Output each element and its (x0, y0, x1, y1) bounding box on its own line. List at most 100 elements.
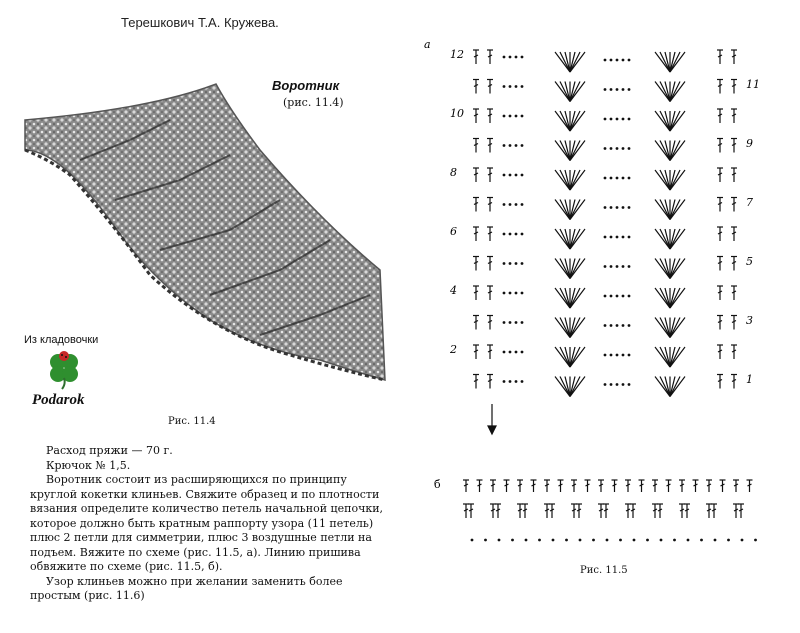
chain-dot (503, 351, 506, 354)
chain-dot (515, 321, 518, 324)
chain-dot (616, 383, 619, 386)
fan-stitch (660, 52, 670, 72)
row-label: 6 (450, 225, 457, 238)
fan-stitch (670, 200, 680, 220)
row-label: 10 (450, 107, 464, 120)
chain-dot (515, 262, 518, 265)
chain-dot (521, 174, 524, 177)
chain-dot (515, 85, 518, 88)
chain-dot (622, 147, 625, 150)
chain-dot (741, 539, 744, 542)
row-label: 8 (450, 166, 457, 179)
book-header: Терешкович Т.А. Кружева. (121, 15, 279, 30)
chain-dot (610, 206, 613, 209)
chain-dot (610, 236, 613, 239)
chain-dot (509, 144, 512, 147)
fan-stitch (560, 52, 570, 72)
fan-stitch (570, 170, 580, 190)
chain-dot (604, 295, 607, 298)
chain-dot (616, 295, 619, 298)
chain-dot (521, 321, 524, 324)
chain-dot (511, 539, 514, 542)
fan-stitch (660, 318, 670, 338)
chain-dot (521, 56, 524, 59)
hook-size: Крючок № 1,5. (30, 459, 390, 474)
yarn-consumption: Расход пряжи — 70 г. (30, 444, 390, 459)
chain-dot (622, 177, 625, 180)
chain-dot (660, 539, 663, 542)
chain-dot (754, 539, 757, 542)
chain-dot (579, 539, 582, 542)
fan-stitch (560, 200, 570, 220)
chain-dot (622, 59, 625, 62)
chain-dot (515, 233, 518, 236)
chain-dot (622, 295, 625, 298)
chain-dot (503, 292, 506, 295)
fan-stitch (670, 318, 680, 338)
clover-icon (40, 348, 88, 390)
chain-dot (521, 85, 524, 88)
chain-dot (509, 321, 512, 324)
chain-dot (628, 59, 631, 62)
chain-dot (521, 262, 524, 265)
chain-dot (515, 203, 518, 206)
chain-dot (503, 233, 506, 236)
chain-dot (509, 351, 512, 354)
fan-stitch (670, 170, 680, 190)
chain-dot (610, 147, 613, 150)
chain-dot (616, 236, 619, 239)
alternative-note: Узор клиньев можно при желании заменить … (30, 575, 390, 604)
chain-dot (515, 292, 518, 295)
chain-dot (616, 147, 619, 150)
fan-stitch (670, 259, 680, 279)
chain-dot (622, 206, 625, 209)
chain-dot (521, 380, 524, 383)
chain-dot (622, 354, 625, 357)
chain-dot (700, 539, 703, 542)
chain-dot (628, 324, 631, 327)
fan-stitch (560, 82, 570, 102)
chain-dot (509, 380, 512, 383)
fan-stitch (570, 288, 580, 308)
row-label: 9 (746, 137, 753, 150)
chain-dot (521, 115, 524, 118)
chain-dot (503, 262, 506, 265)
chain-dot (616, 118, 619, 121)
fan-stitch (570, 200, 580, 220)
chain-dot (628, 383, 631, 386)
chain-dot (604, 354, 607, 357)
chain-dot (604, 59, 607, 62)
fan-stitch (660, 229, 670, 249)
chain-dot (521, 233, 524, 236)
chain-dot (515, 351, 518, 354)
chain-dot (509, 233, 512, 236)
fan-stitch (660, 377, 670, 397)
chain-dot (552, 539, 555, 542)
chain-dot (503, 56, 506, 59)
fan-stitch (670, 52, 680, 72)
fan-stitch (570, 377, 580, 397)
chain-dot (515, 56, 518, 59)
chain-dot (503, 85, 506, 88)
fan-stitch (560, 170, 570, 190)
chain-dot (538, 539, 541, 542)
chain-dot (646, 539, 649, 542)
chain-dot (633, 539, 636, 542)
fan-stitch (670, 229, 680, 249)
chain-dot (622, 118, 625, 121)
chain-dot (622, 88, 625, 91)
fan-stitch (560, 347, 570, 367)
row-label: 4 (449, 284, 457, 297)
chain-dot (628, 354, 631, 357)
chain-dot (509, 203, 512, 206)
fan-stitch (660, 170, 670, 190)
fan-stitch (660, 347, 670, 367)
fan-stitch (570, 229, 580, 249)
chain-dot (604, 265, 607, 268)
chain-dot (604, 147, 607, 150)
chain-dot (727, 539, 730, 542)
fan-stitch (670, 111, 680, 131)
chain-dot (610, 295, 613, 298)
chain-dot (616, 88, 619, 91)
row-label: 3 (746, 314, 753, 327)
